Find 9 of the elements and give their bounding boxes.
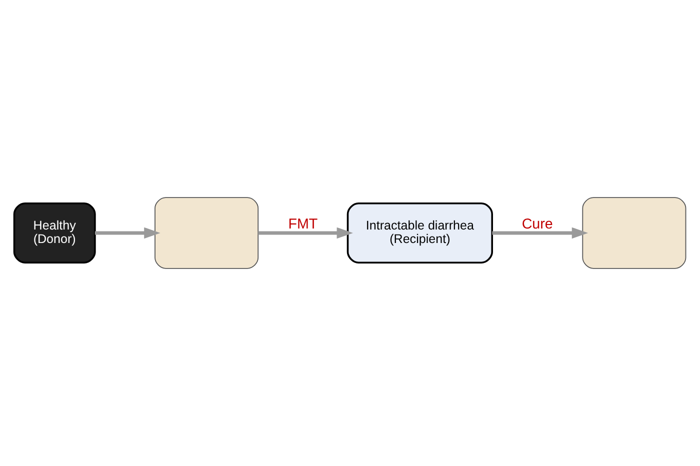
node-box [154,197,259,269]
node-box: Healthy (Donor) [13,202,96,264]
node-box [582,197,686,269]
arrow [258,227,353,239]
node-box: Intractable diarrhea (Recipient) [346,202,493,264]
edge-label: FMT [288,216,318,232]
arrow [492,227,588,239]
arrow [94,227,160,239]
edge-label: Cure [522,216,553,232]
